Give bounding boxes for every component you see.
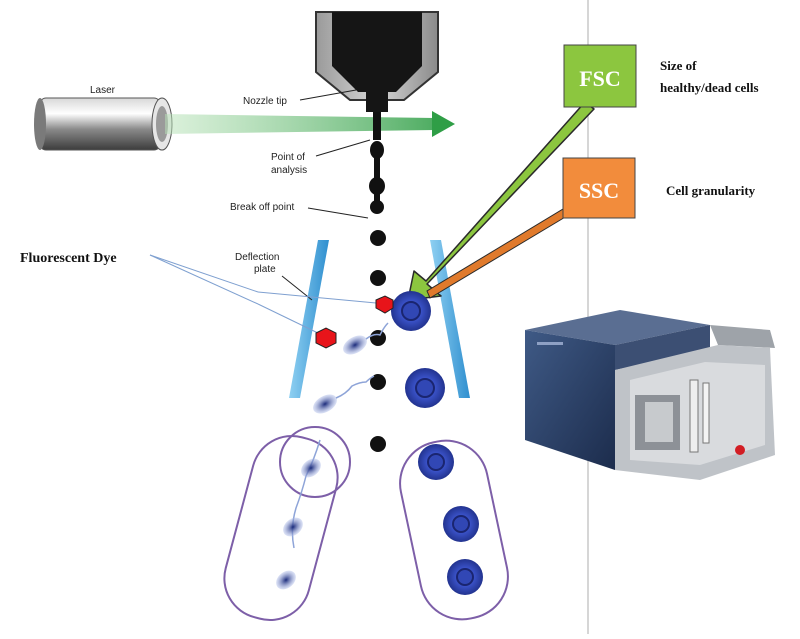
point-of-analysis-label-line1: Point of [271,152,305,163]
nozzle-icon [315,11,439,112]
deflection-plate-label-line1: Deflection [235,252,279,263]
cell-icon [418,444,454,480]
fluorescent-dye-callout [149,254,377,335]
dye-marker-icon [375,295,394,314]
collection-tube-left [223,426,351,621]
flow-cytometer-machine-image [525,310,775,480]
fsc-box: FSC [563,44,637,108]
ssc-box: SSC [562,157,636,219]
nozzle-tip-pointer [299,89,357,101]
deflection-plate-right [430,240,470,398]
laser-label: Laser [90,85,116,96]
break-off-pointer [307,207,369,219]
sperm-cell-icon [343,322,389,355]
fsc-description-line1: Size of [660,58,697,73]
fsc-box-label: FSC [579,66,621,91]
deflection-plate-left [289,240,329,398]
ssc-description: Cell granularity [666,183,756,198]
deflection-plate-label-line2: plate [254,264,276,275]
dye-marker-icon [315,327,337,349]
ssc-box-label: SSC [579,178,619,203]
cell-icon [443,506,479,542]
point-of-analysis-label-line2: analysis [271,165,307,176]
collection-tube-right [399,439,509,621]
nozzle-tip-label: Nozzle tip [243,96,287,107]
fluorescent-dye-label: Fluorescent Dye [20,251,117,266]
droplet-stream [369,112,386,452]
point-of-analysis-pointer [315,139,371,157]
cell-icon [405,368,445,408]
laser-icon [34,97,173,151]
fsc-description-line2: healthy/dead cells [660,80,759,95]
ssc-arrow [426,199,583,299]
sperm-cell-icon [313,375,375,414]
laser-beam [165,111,455,137]
break-off-point-label: Break off point [230,202,295,213]
cell-icon [447,559,483,595]
cell-icon [391,291,431,331]
deflection-plate-pointer [281,275,313,301]
